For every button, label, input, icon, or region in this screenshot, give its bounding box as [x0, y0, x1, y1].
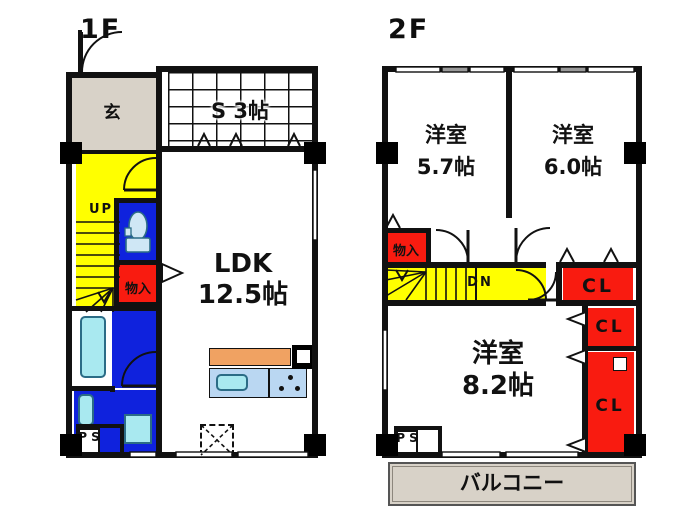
wall-1f-bath-stub: [110, 386, 115, 392]
meter-box: [200, 424, 234, 456]
storage-2f: [386, 232, 426, 262]
kitchen-divider: [268, 369, 270, 397]
wall-2f-hall-top: [382, 262, 546, 268]
room-label-bedroom-east: 洋室: [552, 123, 594, 147]
room-label-bedroom-west: 洋室: [425, 123, 467, 147]
wall-1f-bath-top: [72, 306, 162, 311]
wall-1f-left-upper: [66, 72, 72, 152]
kitchen-counter: [209, 348, 291, 366]
closet-3-label: CL: [595, 396, 625, 416]
wall-2f-storage-right: [426, 228, 431, 264]
pillar-1f-se: [304, 434, 326, 456]
washbasin: [78, 394, 94, 426]
pillar-1f-sw: [60, 434, 82, 456]
wall-1f-bath-right: [156, 306, 162, 458]
pillar-2f-nw: [376, 142, 398, 164]
room-label-bedroom-south-size: 8.2帖: [461, 371, 535, 401]
bathtub: [80, 316, 106, 378]
washing-machine: [124, 414, 152, 444]
bathroom-blue-area: [112, 310, 158, 388]
storage-1f-label: 物入: [124, 282, 151, 297]
wall-1f-ps-top: [76, 424, 124, 428]
wall-1f-left: [66, 150, 72, 458]
wall-2f-closet1-top: [558, 262, 638, 268]
wall-1f-toilet-bottom: [114, 260, 160, 265]
pipe-shaft-1f-label: P S: [78, 430, 100, 444]
wall-1f-hall-top: [72, 150, 158, 154]
wall-1f-top-entry: [66, 72, 162, 78]
closet-2: [586, 308, 634, 350]
pillar-2f-sw: [376, 434, 398, 456]
wall-1f-ps-right: [120, 424, 124, 456]
room-label-bedroom-east-size: 6.0帖: [543, 155, 603, 179]
pillar-1f-ne: [304, 142, 326, 164]
stove-burner-3: [295, 386, 300, 391]
wall-2f-bottom: [382, 452, 642, 458]
wall-1f-service-bottom: [162, 146, 318, 152]
closet-2-label: CL: [595, 317, 625, 337]
wall-2f-bedroom-divider: [506, 66, 512, 218]
stove-burner-1: [288, 375, 293, 380]
pillar-2f-ne: [624, 142, 646, 164]
closet-1-label: CL: [581, 275, 615, 297]
pillar-1f-nw: [60, 142, 82, 164]
storage-2f-label: 物入: [392, 244, 419, 259]
wall-2f-right: [636, 66, 642, 458]
room-label-bedroom-south: 洋室: [471, 339, 524, 369]
kitchen-sink: [216, 374, 248, 391]
balcony-label: バルコニー: [459, 471, 565, 495]
wall-1f-storage-left: [114, 262, 119, 306]
room-label-ldk: LDK: [213, 249, 273, 279]
stove-burner-2: [279, 386, 284, 391]
wall-1f-top: [156, 66, 318, 72]
stairs-up-label: UP: [88, 202, 114, 217]
wall-1f-hall-right: [156, 146, 162, 312]
wall-1f-toilet-top: [114, 198, 160, 203]
kitchen-column-opening: [297, 350, 310, 363]
closet-1: [563, 268, 633, 304]
balcony: [388, 462, 636, 506]
wall-2f-ps-right: [438, 426, 442, 458]
room-label-bedroom-west-size: 5.7帖: [416, 155, 476, 179]
floor-label-2f: 2F: [388, 14, 430, 45]
wall-2f-closet1-left: [556, 262, 562, 306]
wall-2f-closet1-bottom: [556, 300, 642, 306]
wall-1f-bottom: [66, 452, 318, 458]
floor-label-1f: 1F: [80, 14, 122, 45]
balcony-inner-edge: [392, 466, 632, 502]
wall-2f-ps-top: [394, 426, 442, 430]
pipe-shaft-2f-label: P S: [396, 431, 418, 445]
stairs-down-label: DN: [467, 275, 493, 290]
wall-1f-bath-bottom: [72, 386, 114, 391]
room-label-genkan: 玄: [103, 103, 121, 123]
wall-2f-storage-top: [382, 228, 430, 233]
room-label-service: S 3帖: [210, 99, 270, 123]
closet-3-opening: [613, 357, 627, 371]
wall-1f-toilet-left: [114, 198, 119, 264]
pillar-2f-se: [624, 434, 646, 456]
storage-1f: [118, 265, 158, 305]
wall-2f-closet-left: [582, 304, 588, 454]
room-toilet: [118, 201, 158, 261]
wall-2f-closet-split: [582, 346, 638, 351]
wall-1f-right: [312, 66, 318, 458]
room-genkan: [68, 78, 156, 150]
wall-2f-top: [382, 66, 642, 72]
wall-1f-entry-right: [156, 66, 162, 152]
room-label-ldk-size: 12.5帖: [197, 280, 289, 310]
wall-1f-storage-bottom: [114, 302, 160, 307]
wall-2f-hall-bottom: [382, 300, 546, 306]
